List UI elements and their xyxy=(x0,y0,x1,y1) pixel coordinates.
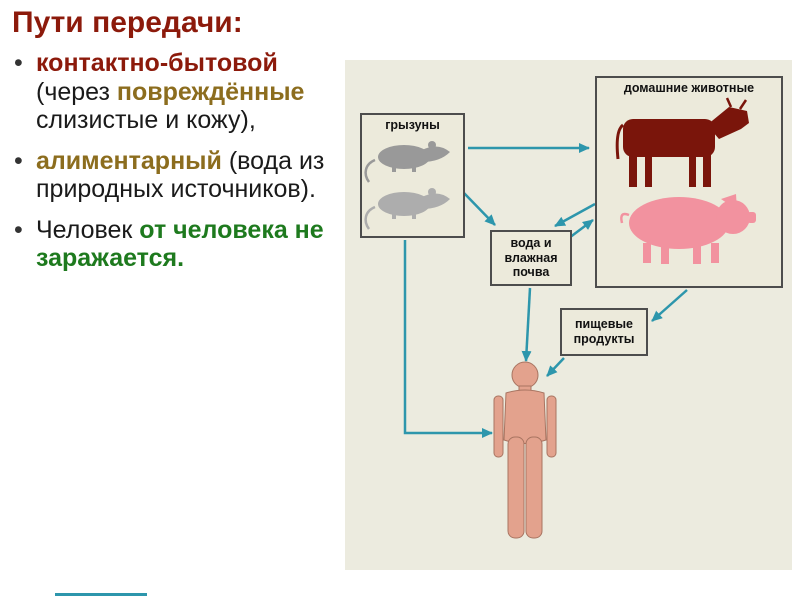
arrow-domestic-to-water xyxy=(554,202,596,228)
arrow-domestic-to-food xyxy=(651,289,688,322)
text-segment: алиментарный xyxy=(36,146,222,175)
text-segment: Человек xyxy=(36,215,140,244)
arrow-water-to-human xyxy=(521,287,532,362)
rat-icon xyxy=(364,141,450,184)
text-segment: слизистые и кожу), xyxy=(36,77,312,134)
arrow-rodents-to-human xyxy=(403,240,493,438)
diagram-panel: грызуны домашние животные xyxy=(345,60,792,570)
bullet-item-contact: контактно-бытовой (через повреждённые сл… xyxy=(14,49,346,135)
bullet-item-human: Человек от человека не заражается. xyxy=(14,215,346,273)
domestic-box-label: домашние животные xyxy=(623,81,755,95)
food-box: пищевые продукты xyxy=(560,308,648,356)
rat-icon xyxy=(364,188,450,231)
domestic-animals-box: домашние животные xyxy=(595,76,783,288)
text-segment: от человека не заражается. xyxy=(36,215,331,273)
text-segment: (через xyxy=(36,49,285,106)
water-box: вода и влажная почва xyxy=(490,230,572,286)
text-segment: повреждённые xyxy=(116,77,305,106)
slide-text-column: Пути передачи: контактно-бытовой (через … xyxy=(12,6,346,285)
food-box-label: пищевые продукты xyxy=(573,317,635,346)
rodents-box: грызуны xyxy=(360,113,465,238)
bullet-item-alimentary: алиментарный (вода из природных источник… xyxy=(14,146,346,204)
slide-title: Пути передачи: xyxy=(12,6,243,39)
water-box-label: вода и влажная почва xyxy=(504,235,558,280)
text-segment: контактно-бытовой xyxy=(36,49,278,77)
human-icon xyxy=(493,361,557,539)
decorative-line xyxy=(55,593,147,596)
rats-illustration xyxy=(364,141,450,231)
bullet-list: контактно-бытовой (через повреждённые сл… xyxy=(12,49,346,273)
pig-icon xyxy=(620,194,756,265)
arrow-food-to-human xyxy=(546,357,565,377)
arrow-rodents-to-water xyxy=(462,191,496,226)
text-segment: (вода из природных источников). xyxy=(36,146,332,204)
cow-icon xyxy=(615,97,749,188)
rodents-box-label: грызуны xyxy=(385,118,440,132)
farm-animals-illustration xyxy=(615,97,756,265)
arrow-water-to-domestic xyxy=(568,219,594,239)
